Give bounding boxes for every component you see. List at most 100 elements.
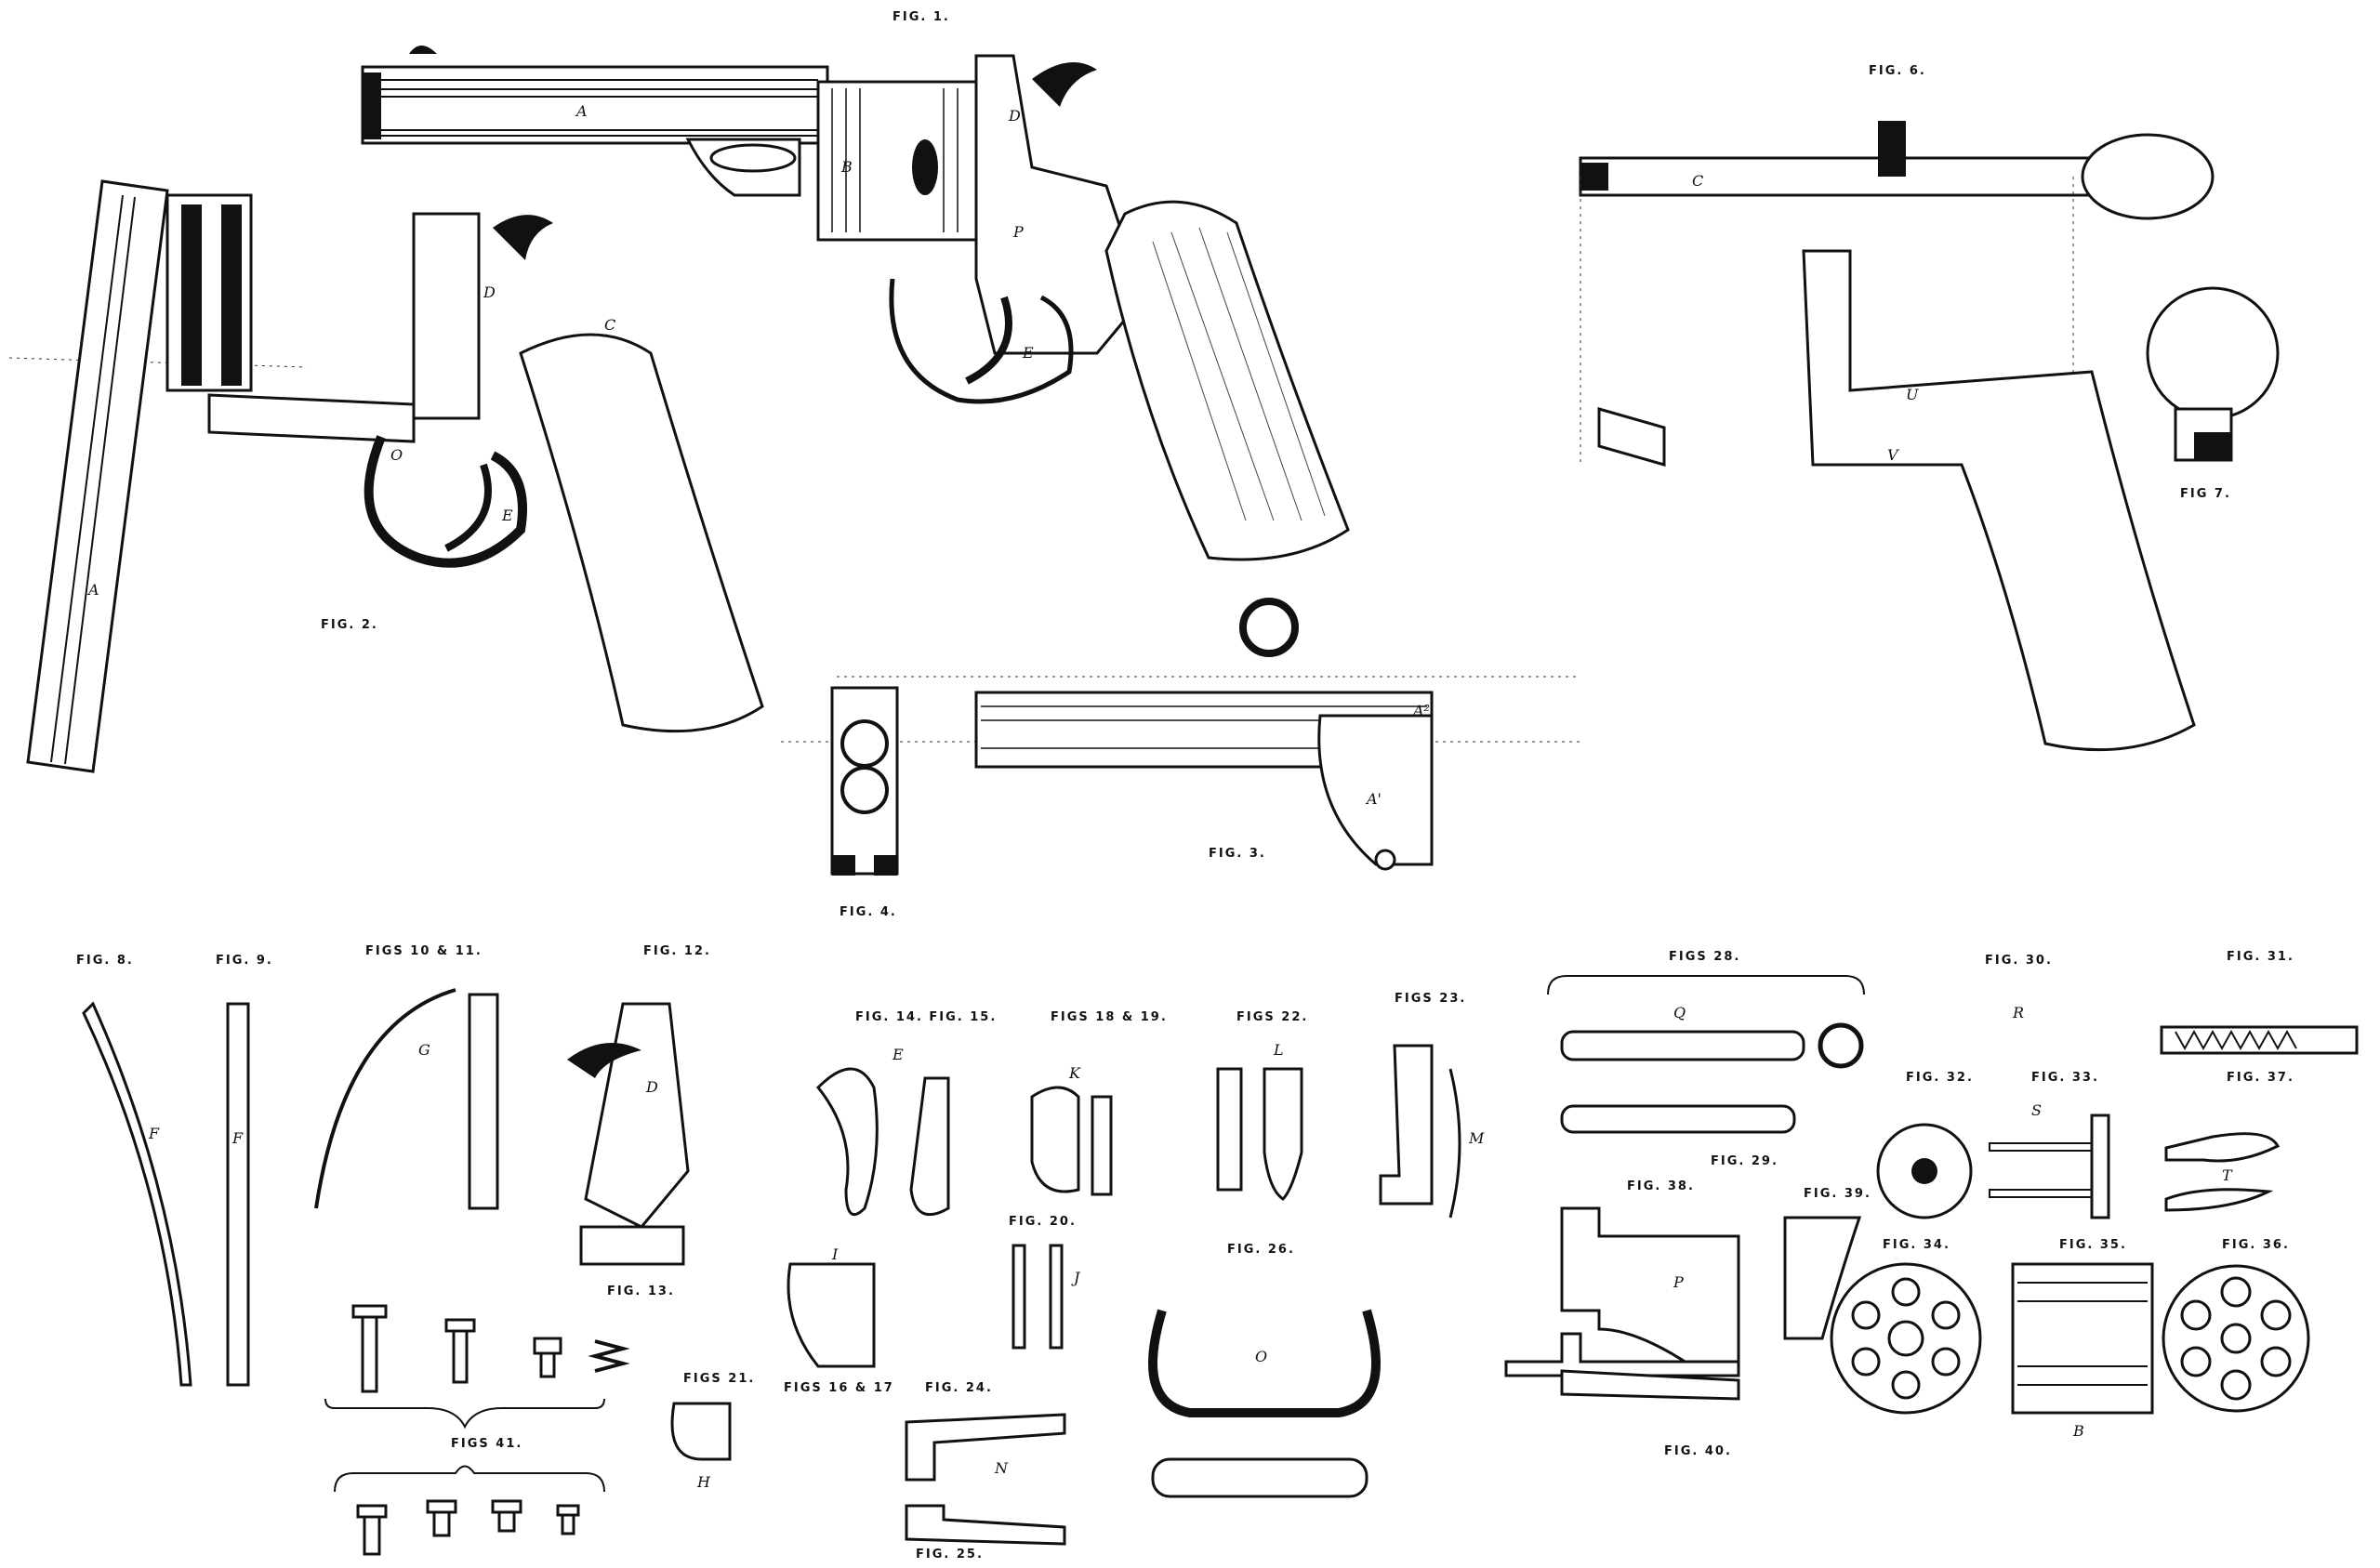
fig29-label: FIG. 29. [1711, 1154, 1778, 1168]
fig3-barrel-side: FIG. 3. A² A' [781, 676, 1580, 871]
part-label-P: P [1012, 223, 1024, 241]
muzzle [363, 72, 381, 139]
part-label-L: L [1273, 1041, 1284, 1059]
fig14-15-trigger: FIG. 14. FIG. 15. E [815, 1010, 997, 1217]
fig22-label: FIGS 22. [1236, 1010, 1308, 1024]
standing-breech [412, 212, 481, 420]
fig41-screws: FIGS 41. [324, 1304, 630, 1556]
fig20-part: FIG. 20. J [1009, 1215, 1081, 1350]
fig32-33-37-parts: FIG. 32. FIG. 33. FIG. 37. S T [1876, 1071, 2294, 1219]
fig4-end-view: FIG. 4. [830, 686, 899, 919]
fig23-part: FIGS 23. M [1379, 992, 1485, 1219]
fig32-label: FIG. 32. [1906, 1071, 1974, 1085]
part-label-F-fig9: F [231, 1129, 244, 1147]
fig3-label: FIG. 3. [1209, 847, 1266, 861]
fig2-label: FIG. 2. [321, 618, 378, 632]
fig7-recoil-shield: FIG 7. [2146, 286, 2280, 501]
part-label-P-fig38: P [1673, 1273, 1684, 1291]
fig16-17-part: FIGS 16 & 17 I [784, 1245, 894, 1395]
fig6-top-strap: FIG. 6. C [1579, 64, 2215, 220]
fig23-label: FIGS 23. [1395, 992, 1466, 1006]
fig25-label: FIG. 25. [916, 1548, 984, 1561]
fig28-label: FIGS 28. [1669, 950, 1740, 964]
part-label-T: T [2222, 1166, 2233, 1184]
part-label-D-fig12: D [645, 1078, 658, 1096]
fig22-part: FIGS 22. L [1216, 1010, 1308, 1201]
part-label-M: M [1468, 1129, 1485, 1147]
hammer-spur [1032, 62, 1097, 107]
fig18-19-part: FIGS 18 & 19. K [1030, 1010, 1168, 1196]
fig36-label: FIG. 36. [2222, 1238, 2290, 1252]
fig6-label: FIG. 6. [1869, 64, 1926, 78]
frame-section-right: U V [1580, 177, 2196, 752]
part-label-C-fig6: C [1692, 172, 1703, 190]
grip-section [519, 333, 764, 733]
fig41-label: FIGS 41. [451, 1437, 522, 1451]
fig8-label: FIG. 8. [76, 954, 134, 968]
fig30-label: FIG. 30. [1985, 954, 2053, 968]
cylinder [816, 80, 978, 242]
cartridge [709, 143, 797, 173]
fig10-11-springs: FIGS 10 & 11. G [314, 944, 499, 1210]
fig21-part: FIGS 21. H [670, 1372, 755, 1491]
hammer-spur-fig2 [493, 215, 553, 260]
part-label-E-fig14: E [892, 1046, 904, 1063]
fig37-label: FIG. 37. [2227, 1071, 2294, 1085]
fig14-15-label: FIG. 14. FIG. 15. [855, 1010, 997, 1024]
part-label-B-fig35: B [2072, 1422, 2084, 1440]
barrel-tilted [26, 179, 169, 773]
part-label-D: D [1008, 107, 1021, 125]
fig1-revolver-assembled: FIG. 1. A B [361, 10, 1350, 657]
fig33-label: FIG. 33. [2031, 1071, 2099, 1085]
fig24-25-parts: FIG. 24. FIG. 25. N [905, 1381, 1066, 1561]
part-label-G: G [418, 1041, 430, 1059]
fig8-9-mainspring: FIG. 8. FIG. 9. F F [76, 954, 273, 1387]
fig34-35-36-cylinders: FIG. 34. FIG. 35. FIG. 36. B [1830, 1238, 2310, 1440]
fig12-13-hammer: FIG. 12. FIG. 13. D [567, 944, 711, 1298]
fig38-39-40-parts: FIG. 38. FIG. 39. FIG. 40. P [1504, 1179, 1871, 1458]
part-label-J: J [1071, 1269, 1081, 1286]
fig28-29-ejector: FIGS 28. FIG. 29. Q [1547, 950, 1865, 1168]
frame-bar [207, 393, 416, 443]
part-label-R: R [2012, 1004, 2024, 1021]
part-label-A-fig2: A [86, 581, 99, 599]
lanyard-ring [1239, 598, 1299, 657]
part-label-K: K [1068, 1064, 1081, 1082]
part-label-H: H [696, 1473, 711, 1491]
trigger-fig2 [444, 463, 492, 552]
part-label-O-fig26: O [1255, 1348, 1267, 1365]
fig12-label: FIG. 12. [643, 944, 711, 958]
fig1-label: FIG. 1. [892, 10, 950, 24]
part-label-N: N [994, 1459, 1009, 1477]
fig9-label: FIG. 9. [216, 954, 273, 968]
fig20-label: FIG. 20. [1009, 1215, 1077, 1229]
part-label-A2-fig3: A² [1411, 702, 1430, 719]
part-label-E-fig2: E [501, 507, 513, 524]
fig35-label: FIG. 35. [2059, 1238, 2127, 1252]
part-label-S: S [2031, 1101, 2042, 1119]
fig18-19-label: FIGS 18 & 19. [1051, 1010, 1168, 1024]
fig26-trigger-guard: FIG. 26. O [1148, 1243, 1381, 1498]
fig39-label: FIG. 39. [1804, 1187, 1871, 1201]
part-label-Q: Q [1673, 1004, 1686, 1021]
part-label-O-fig2: O [390, 446, 403, 464]
fig30-31-parts: FIG. 30. FIG. 31. R [1985, 950, 2359, 1055]
fig13-label: FIG. 13. [607, 1285, 675, 1298]
part-label-A: A [575, 102, 588, 120]
part-label-I: I [831, 1245, 839, 1263]
trigger [965, 296, 1012, 385]
fig34-label: FIG. 34. [1883, 1238, 1950, 1252]
fig4-label: FIG. 4. [840, 905, 897, 919]
grip [1104, 200, 1350, 561]
fig31-label: FIG. 31. [2227, 950, 2294, 964]
fig16-17-label: FIGS 16 & 17 [784, 1381, 894, 1395]
part-label-U: U [1906, 386, 1919, 403]
front-sight [409, 46, 437, 54]
fig21-label: FIGS 21. [683, 1372, 755, 1386]
part-label-E: E [1022, 344, 1034, 362]
fig2-sectional-view: FIG. 2. A C D E O [8, 179, 764, 773]
chamber [912, 139, 938, 195]
part-label-B: B [840, 158, 853, 176]
fig40-label: FIG. 40. [1664, 1444, 1732, 1458]
